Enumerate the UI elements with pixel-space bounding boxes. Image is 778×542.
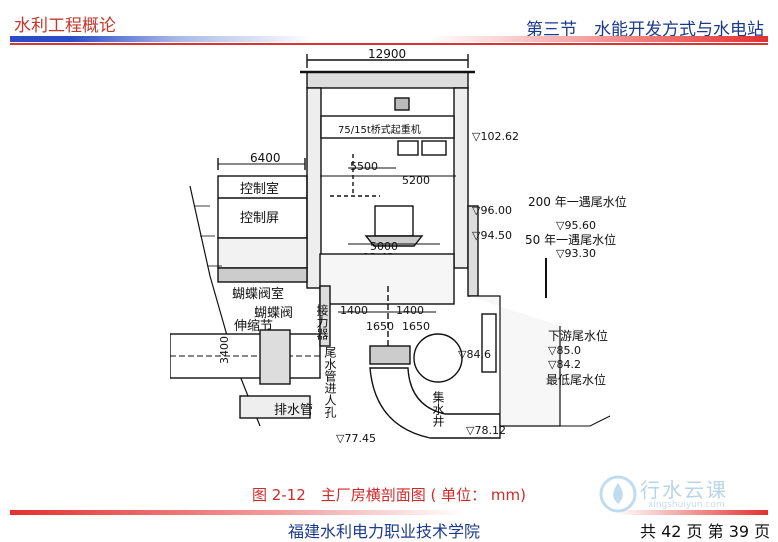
dim-1650b: 1650	[402, 320, 430, 333]
watermark-drop-icon	[599, 475, 637, 513]
elev-77-45: ▽77.45	[336, 432, 376, 445]
header-divider-line	[10, 43, 768, 45]
dim-5500: 5500	[350, 160, 378, 173]
dim-1400a: 1400	[340, 304, 368, 317]
elev-84-6: ▽84.6	[458, 348, 491, 361]
dim-3400: 3400	[218, 336, 231, 364]
dim-1650a: 1650	[366, 320, 394, 333]
label-control-panel: 控制屏	[240, 211, 279, 226]
label-sump: 集水井	[431, 390, 445, 428]
label-control-room: 控制室	[240, 181, 279, 197]
elev-85-0: ▽85.0	[548, 344, 581, 357]
elev-93-30: ▽93.30	[556, 247, 596, 260]
footer-divider-bar	[10, 510, 768, 515]
course-title: 水利工程概论	[14, 16, 116, 36]
footer-page-info: 共 42 页 第 39 页	[640, 522, 771, 541]
label-servomotor: 接力器	[315, 303, 329, 341]
dim-5200: 5200	[402, 174, 430, 187]
dim-5000: 5000	[370, 240, 398, 253]
watermark-subtitle: xingshuiyun.com	[648, 500, 725, 510]
label-butterfly-room: 蝴蝶阀室	[232, 286, 284, 302]
elev-95-60: ▽95.60	[556, 219, 596, 232]
elev-102-62: ▽102.62	[472, 130, 519, 143]
dim-total-width: 12900	[368, 47, 406, 61]
dim-left-width: 6400	[250, 151, 281, 165]
elev-96-00: ▽96.00	[472, 204, 512, 217]
label-min-tailwater: 最低尾水位	[546, 372, 606, 387]
watermark-logo: 行水云课 xingshuiyun.com	[598, 470, 768, 518]
figure-caption: 图 2-12 主厂房横剖面图 ( 单位： mm)	[251, 486, 527, 504]
elev-94-50: ▽94.50	[472, 229, 512, 242]
footer-school-name: 福建水利电力职业技术学院	[288, 522, 481, 541]
label-flood-50: 50 年一遇尾水位	[525, 232, 616, 247]
watermark-title: 行水云课	[640, 478, 728, 502]
label-tailwater: 下游尾水位	[548, 328, 608, 343]
dim-1400b: 1400	[396, 304, 424, 317]
label-tail-manhole: 尾水管进人孔	[323, 346, 337, 418]
label-butterfly-valve: 蝴蝶阀	[254, 306, 293, 321]
elev-84-2: ▽84.2	[548, 358, 581, 371]
powerhouse-section-drawing: 12900 75/15t桥式起重机 ▽102.62 5500 5200 6400…	[170, 47, 627, 445]
elev-78-12: ▽78.12	[466, 424, 506, 437]
label-crane: 75/15t桥式起重机	[338, 123, 421, 136]
label-flood-200: 200 年一遇尾水位	[528, 194, 627, 209]
header-divider-bar	[10, 36, 768, 42]
label-drain-pipe: 排水管	[274, 403, 313, 418]
section-title: 第三节 水能开发方式与水电站	[526, 20, 764, 40]
